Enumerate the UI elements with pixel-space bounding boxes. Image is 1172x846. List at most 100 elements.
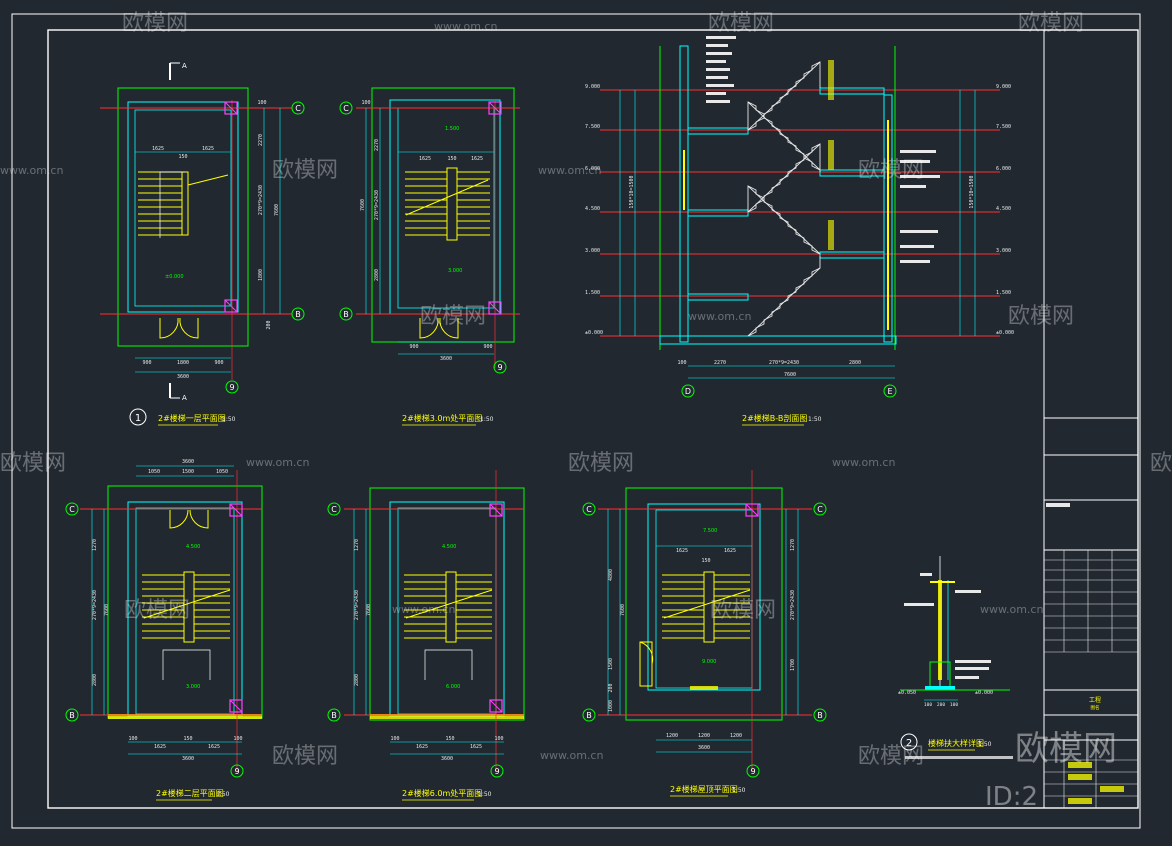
dim-right-2: 270*9=2430	[258, 185, 264, 215]
dim-bottom-1: 900	[409, 344, 418, 350]
dim-bottom-3: 150	[183, 736, 192, 742]
panel-6-roof-plan: C B C B 9 7.500 9.000 1625 15	[582, 470, 827, 797]
panel-3-section-bb: 9.000 7.500 6.000 4.500 3.000 1.500 ±0.0…	[585, 36, 1014, 426]
panel-2-scale: 1:50	[480, 416, 494, 423]
grid-bubble-c-right: C	[817, 505, 823, 514]
dim-bottom-total: 3600	[177, 374, 189, 380]
grid-bubble-b: B	[331, 711, 337, 720]
drawing-number-1: 1	[135, 413, 141, 424]
dim-bottom-total: 7600	[784, 372, 796, 378]
grid-bubble-9: 9	[497, 363, 502, 372]
grid-bubble-b: B	[69, 711, 75, 720]
riser-dim-right: 150*10=1500	[969, 175, 975, 208]
dim-left-total: 7600	[104, 604, 110, 616]
grid-bubble-9: 9	[234, 767, 239, 776]
panel-6-title: 2#楼梯屋顶平面图	[670, 784, 738, 794]
level-right-4-5: 4.500	[996, 206, 1011, 212]
watermark-brand: 欧模网	[420, 304, 486, 329]
level-right-6: 6.000	[996, 166, 1011, 172]
floor-level: 3.000	[186, 684, 200, 690]
grid-bubble-9: 9	[494, 767, 499, 776]
dim-bottom-1: 900	[142, 360, 151, 366]
dim-right-3: 1700	[790, 659, 796, 671]
floor-level: 3.000	[448, 268, 462, 274]
dim-left-4: 2800	[92, 674, 98, 686]
roof-level: 9.000	[702, 659, 716, 665]
watermarks: 欧模网 欧模网 欧模网 欧模网 欧模网 欧模网 欧模网 欧模网 欧模网 欧模网 …	[0, 11, 1172, 769]
dim-bottom-2: 270*9=2430	[769, 360, 799, 366]
grid-bubble-9: 9	[229, 383, 234, 392]
panel-3-title: 2#楼梯B-B剖面图	[742, 413, 807, 423]
dim-bottom-total: 3600	[698, 745, 710, 751]
corner-watermark: 欧模网 ID:2	[985, 729, 1117, 812]
dim-bottom-1: 100	[390, 736, 399, 742]
grid-bubble-b: B	[343, 310, 349, 319]
watermark-brand: 欧模网	[858, 158, 924, 183]
panel-2-3m-plan: C B 9 1.500 3.000 1625 150 1625	[339, 87, 520, 426]
watermark-domain: www.om.cn	[0, 164, 63, 177]
grid-bubble-9: 9	[750, 767, 755, 776]
title-block-drawing-label: 图名	[1091, 704, 1100, 711]
dim-bottom-5: 100	[494, 736, 503, 742]
grid-bubble-b-left: B	[586, 711, 592, 720]
outer-sheet-border	[11, 13, 1141, 829]
grid-bubble-c: C	[343, 104, 349, 113]
dim-top-1: 1625	[152, 146, 164, 152]
dim-left-1: 4800	[608, 569, 614, 581]
dim-top-2: 150	[447, 156, 456, 162]
panel-7-scale: 1:50	[978, 741, 992, 748]
dim-right-1: 2270	[258, 134, 264, 146]
landing-level: 7.500	[703, 528, 717, 534]
dim-right-5: 200	[266, 320, 272, 329]
watermark-brand: 欧模网	[124, 598, 190, 623]
watermark-domain: www.om.cn	[540, 749, 603, 762]
watermark-domain: www.om.cn	[980, 603, 1043, 616]
detail-dim-2: 200	[937, 702, 945, 708]
dim-left-3: 1500	[608, 658, 614, 670]
detail-dim-1: 100	[924, 702, 932, 708]
riser-dim-left: 150*10=1500	[629, 175, 635, 208]
level-right-3: 3.000	[996, 248, 1011, 254]
watermark-domain: www.om.cn	[246, 456, 309, 469]
watermark-brand: 欧模网	[1150, 451, 1172, 476]
dim-bottom-2: 1800	[177, 360, 189, 366]
dim-bottom-3: 900	[214, 360, 223, 366]
level-right-9: 9.000	[996, 84, 1011, 90]
panel-7-handrail-detail: ±0.000 ±0.050 100 200 100 2 楼梯扶大样详图 1:50	[898, 556, 1013, 759]
detail-dim-3: 100	[950, 702, 958, 708]
grid-bubble-b-right: B	[817, 711, 823, 720]
dim-bottom-total: 3600	[440, 356, 452, 362]
level-right-7-5: 7.500	[996, 124, 1011, 130]
dim-bottom-2: 1200	[698, 733, 710, 739]
detail-level-1: ±0.050	[898, 690, 916, 696]
dim-left-2: 270*9=2430	[92, 590, 98, 620]
watermark-brand: 欧模网	[568, 451, 634, 476]
watermark-domain: www.om.cn	[392, 603, 455, 616]
dim-bottom-1: 2270	[714, 360, 726, 366]
title-block-project-label: 工程	[1089, 696, 1101, 704]
dim-right-3: 1800	[258, 269, 264, 281]
dim-right-total: 7600	[274, 204, 280, 216]
grid-bubble-c: C	[295, 104, 301, 113]
title-block: 工程 图名	[1043, 30, 1138, 808]
floor-level: ±0.000	[165, 274, 184, 280]
cut-label-bottom: A	[182, 394, 187, 402]
watermark-domain: www.om.cn	[832, 456, 895, 469]
panel-5-6m-plan: C B 9 4.500 6.000 1270 270*9=2430	[327, 470, 525, 801]
dim-left-5: 100	[361, 100, 370, 106]
watermark-brand: 欧模网	[0, 451, 66, 476]
inner-drawing-border	[47, 29, 1139, 809]
dim-left-1: 2270	[374, 139, 380, 151]
watermark-brand: 欧模网	[1008, 304, 1074, 329]
dim-bottom-4: 1625	[470, 744, 482, 750]
level-right-0: ±0.000	[996, 330, 1014, 336]
landing-level: 4.500	[442, 544, 456, 550]
grid-bubble-c: C	[69, 505, 75, 514]
panel-7-title: 楼梯扶大样详图	[928, 738, 984, 748]
panel-4-scale: 1:50	[216, 791, 230, 798]
dim-top-total: 3600	[182, 459, 194, 465]
dim-bottom-3: 1200	[730, 733, 742, 739]
dim-top-1: 1625	[419, 156, 431, 162]
dim-top-1: 1050	[148, 469, 160, 475]
